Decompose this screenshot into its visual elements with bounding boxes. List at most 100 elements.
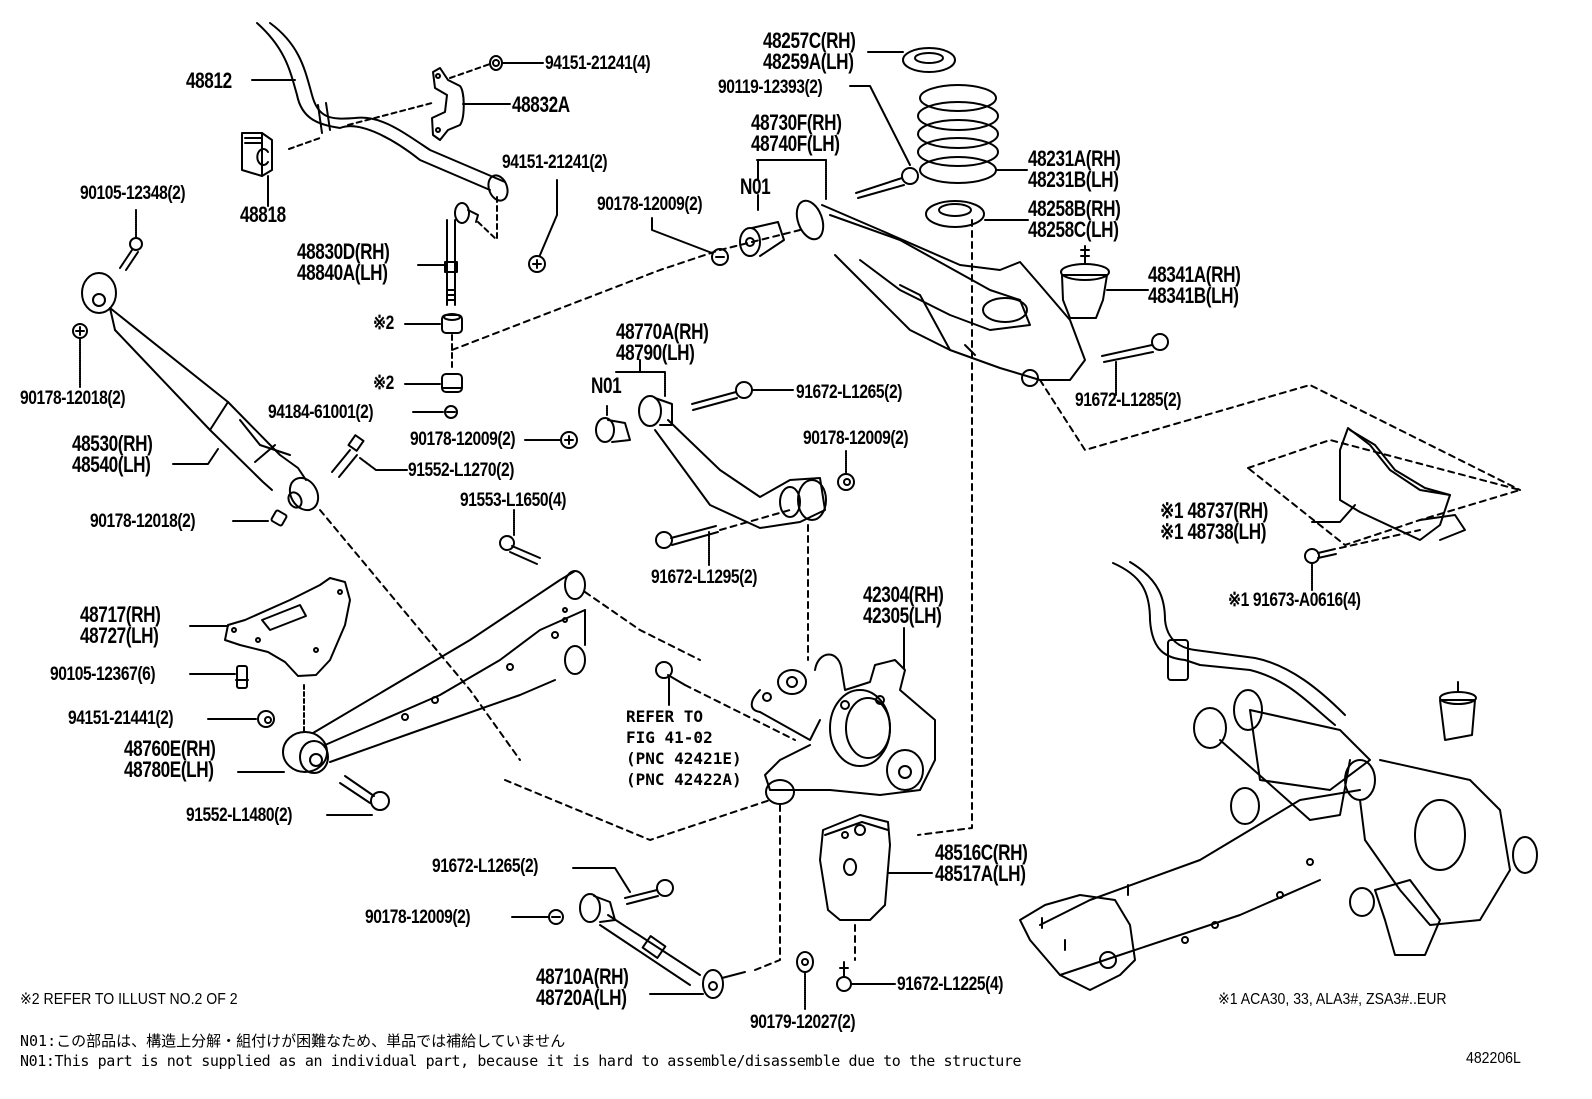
toe-adjust-arm-icon[interactable] — [580, 894, 745, 998]
part-label-90178-12009-d[interactable]: 90178-12009(2) — [365, 907, 471, 928]
part-label-48258C-lh[interactable]: 48258C(LH) — [1028, 217, 1119, 242]
part-label-48720A-lh[interactable]: 48720A(LH) — [536, 985, 627, 1010]
part-label-90178-12009-b[interactable]: 90178-12009(2) — [597, 194, 703, 215]
part-label-94151-21241-4[interactable]: 94151-21241(4) — [545, 53, 651, 74]
part-label-48840A-lh[interactable]: 48840A(LH) — [297, 260, 388, 285]
part-label-90178-12009-c[interactable]: 90178-12009(2) — [803, 428, 909, 449]
part-label-91553-L1650[interactable]: 91553-L1650(4) — [460, 490, 566, 511]
bolt-icon[interactable] — [837, 962, 851, 991]
part-label-91673-A0616[interactable]: ※1 91673-A0616(4) — [1228, 590, 1361, 611]
nut-icon[interactable] — [712, 249, 728, 265]
part-label-48727-lh[interactable]: 48727(LH) — [80, 623, 159, 648]
part-label-48740F-lh[interactable]: 48740F(LH) — [751, 131, 840, 156]
coil-spring-icon[interactable] — [918, 85, 998, 183]
part-label-94151-21441[interactable]: 94151-21441(2) — [68, 708, 174, 729]
part-label-91552-L1480[interactable]: 91552-L1480(2) — [186, 805, 292, 826]
part-label-90105-12348[interactable]: 90105-12348(2) — [80, 183, 186, 204]
part-label-48258B-rh[interactable]: 48258B(RH) — [1028, 196, 1121, 221]
bolt-icon[interactable] — [236, 666, 248, 688]
part-label-90179-12027[interactable]: 90179-12027(2) — [750, 1012, 856, 1033]
bolt-icon[interactable] — [656, 662, 685, 685]
bushing-icon[interactable] — [596, 418, 630, 442]
part-label-90178-12018-top[interactable]: 90178-12018(2) — [20, 388, 126, 409]
bolt-icon[interactable] — [625, 880, 673, 904]
part-label-48832A[interactable]: 48832A — [512, 92, 570, 117]
arm-cover-icon[interactable] — [1340, 428, 1465, 540]
part-label-94151-21241-2[interactable]: 94151-21241(2) — [502, 152, 608, 173]
bolt-icon[interactable] — [500, 536, 540, 564]
part-label-48790-lh[interactable]: 48790(LH) — [616, 340, 695, 365]
refer-note-line2[interactable]: FIG 41-02 — [626, 728, 713, 747]
part-label-48770A-rh[interactable]: 48770A(RH) — [616, 319, 709, 344]
part-label-42304-rh[interactable]: 42304(RH) — [863, 582, 944, 607]
carrier-bracket-icon[interactable] — [820, 815, 890, 920]
bolt-icon[interactable] — [332, 435, 364, 477]
nut-icon[interactable] — [529, 256, 545, 272]
bolt-icon[interactable] — [120, 238, 142, 270]
part-label-48540-lh[interactable]: 48540(LH) — [72, 452, 151, 477]
part-label-90178-12009-a[interactable]: 90178-12009(2) — [410, 429, 516, 450]
part-label-48257C-rh[interactable]: 48257C(RH) — [763, 28, 856, 53]
part-label-48710A-rh[interactable]: 48710A(RH) — [536, 964, 629, 989]
nut-icon[interactable] — [549, 910, 563, 924]
stabilizer-link-icon[interactable] — [445, 203, 478, 305]
bolt-icon[interactable] — [1305, 549, 1336, 563]
part-label-90119-12393[interactable]: 90119-12393(2) — [718, 77, 823, 98]
part-label-91672-L1285[interactable]: 91672-L1285(2) — [1075, 390, 1181, 411]
stabilizer-bushing-icon[interactable] — [242, 133, 272, 176]
bushing-icon[interactable] — [740, 222, 784, 256]
part-label-90105-12367[interactable]: 90105-12367(6) — [50, 664, 156, 685]
shock-absorber-icon[interactable] — [82, 273, 324, 515]
part-label-48341A-rh[interactable]: 48341A(RH) — [1148, 262, 1241, 287]
nut-icon[interactable] — [271, 510, 287, 526]
stabilizer-bar-icon[interactable] — [190, 23, 511, 203]
spring-insulator-upper-icon[interactable] — [903, 48, 955, 72]
axle-carrier-icon[interactable] — [752, 655, 935, 805]
part-label-48737-rh[interactable]: ※1 48737(RH) — [1160, 498, 1268, 523]
stabilizer-bracket-icon[interactable] — [432, 68, 464, 140]
trailing-arm-bracket-icon[interactable] — [225, 578, 350, 676]
nut-icon[interactable] — [73, 324, 87, 338]
nut-icon[interactable] — [838, 474, 854, 490]
part-label-91672-L1265-b[interactable]: 91672-L1265(2) — [432, 856, 538, 877]
nut-icon[interactable] — [258, 711, 274, 727]
trailing-arm-icon[interactable] — [283, 571, 585, 773]
bolt-icon[interactable] — [340, 776, 389, 810]
part-label-48738-lh[interactable]: ※1 48738(LH) — [1160, 519, 1267, 544]
cushion-lower-icon[interactable] — [442, 374, 462, 392]
nut-icon[interactable] — [445, 406, 457, 418]
upper-arm-icon[interactable] — [639, 396, 826, 528]
assembled-suspension-icon[interactable] — [1020, 562, 1537, 990]
part-label-48516C-rh[interactable]: 48516C(RH) — [935, 840, 1028, 865]
part-label-48341B-lh[interactable]: 48341B(LH) — [1148, 283, 1239, 308]
part-label-48259A-lh[interactable]: 48259A(LH) — [763, 49, 854, 74]
bump-stopper-icon[interactable] — [1061, 246, 1109, 318]
part-label-90178-12018-bottom[interactable]: 90178-12018(2) — [90, 511, 196, 532]
part-label-48231B-lh[interactable]: 48231B(LH) — [1028, 167, 1119, 192]
lower-control-arm-icon[interactable] — [792, 197, 1085, 386]
part-label-48830D-rh[interactable]: 48830D(RH) — [297, 239, 390, 264]
part-label-91552-L1270[interactable]: 91552-L1270(2) — [408, 460, 514, 481]
washer-icon[interactable] — [797, 952, 813, 972]
bolt-icon[interactable] — [692, 382, 752, 410]
nut-icon[interactable] — [490, 56, 502, 70]
part-label-91672-L1295[interactable]: 91672-L1295(2) — [651, 567, 757, 588]
bolt-icon[interactable] — [656, 526, 718, 548]
bolt-icon[interactable] — [856, 168, 918, 198]
part-label-48530-rh[interactable]: 48530(RH) — [72, 431, 153, 456]
part-label-48730F-rh[interactable]: 48730F(RH) — [751, 110, 842, 135]
part-label-48717-rh[interactable]: 48717(RH) — [80, 602, 161, 627]
part-label-48231A-rh[interactable]: 48231A(RH) — [1028, 146, 1121, 171]
bolt-icon[interactable] — [1102, 334, 1168, 362]
part-label-91672-L1265-a[interactable]: 91672-L1265(2) — [796, 382, 902, 403]
nut-icon[interactable] — [561, 432, 577, 448]
part-label-48517A-lh[interactable]: 48517A(LH) — [935, 861, 1026, 886]
cushion-upper-icon[interactable] — [442, 314, 462, 333]
part-label-42305-lh[interactable]: 42305(LH) — [863, 603, 942, 628]
part-label-48760E-rh[interactable]: 48760E(RH) — [124, 736, 216, 761]
part-label-48818[interactable]: 48818 — [240, 202, 286, 227]
part-label-48812[interactable]: 48812 — [186, 68, 232, 93]
part-label-48780E-lh[interactable]: 48780E(LH) — [124, 757, 214, 782]
part-label-91672-L1225[interactable]: 91672-L1225(4) — [897, 974, 1003, 995]
part-label-94184-61001[interactable]: 94184-61001(2) — [268, 402, 374, 423]
